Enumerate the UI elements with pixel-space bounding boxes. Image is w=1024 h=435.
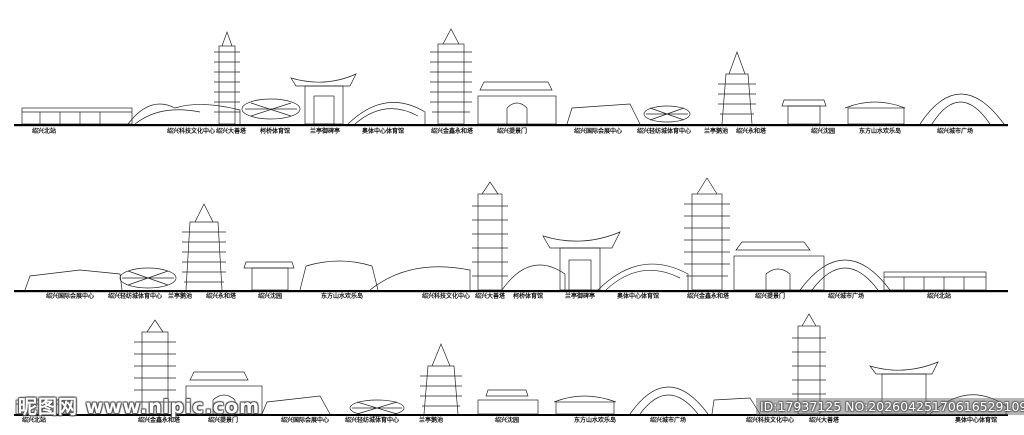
- label: 绍兴大善塔: [474, 293, 506, 300]
- label: 柯桥体育馆: [512, 293, 544, 300]
- label: 绍兴提景门: [496, 128, 528, 135]
- label: 绍兴科技文化中心: [166, 128, 216, 135]
- ground-line-1: [14, 124, 1008, 127]
- label: 绍兴金鑫永和塔: [686, 293, 730, 300]
- label: 绍兴大善塔: [215, 128, 247, 135]
- label: 奥体中心体育馆: [361, 128, 405, 135]
- label: 奥体中心体育馆: [954, 417, 998, 424]
- label: 绍兴国际会展中心: [280, 417, 330, 424]
- label: 绍兴城市广场: [649, 417, 687, 424]
- label: 绍兴提景门: [207, 417, 239, 424]
- label: 绍兴城市广场: [936, 128, 974, 135]
- label: 绍兴金鑫永和塔: [430, 128, 474, 135]
- label: 绍兴北站: [31, 128, 57, 135]
- label: 绍兴永和塔: [735, 128, 767, 135]
- label: 柯桥体育馆: [259, 128, 291, 135]
- label: 东方山水欢乐岛: [858, 128, 902, 135]
- label: 兰亭鹅池: [418, 417, 444, 424]
- label: 兰亭鹅池: [703, 128, 729, 135]
- label: 绍兴北站: [21, 417, 47, 424]
- label: 绍兴轻纺城体育中心: [107, 293, 163, 300]
- watermark-id: ID:17937125 NO:20260425170616529109: [756, 398, 1024, 415]
- label: 奥体中心体育馆: [616, 293, 660, 300]
- label: 兰亭御碑亭: [564, 293, 596, 300]
- label: 绍兴提景门: [754, 293, 786, 300]
- label: 绍兴科技文化中心: [421, 293, 471, 300]
- skyline-drawing-1: [14, 28, 1008, 127]
- label: 绍兴轻纺城体育中心: [344, 417, 400, 424]
- label: 绍兴城市广场: [827, 293, 865, 300]
- label: 绍兴永和塔: [205, 293, 237, 300]
- label: 绍兴北站: [926, 293, 952, 300]
- label: 兰亭鹅池: [167, 293, 193, 300]
- label: 绍兴国际会展中心: [573, 128, 623, 135]
- label: 绍兴大善塔: [808, 417, 840, 424]
- ground-line-3: [14, 414, 1008, 416]
- label: 绍兴沈园: [810, 128, 836, 135]
- skyline-band-3: 绍兴北站 绍兴金鑫永和塔 绍兴提景门 绍兴国际会展中心 绍兴轻纺城体育中心 兰亭…: [0, 310, 1024, 435]
- skyline-band-1: 绍兴北站 绍兴科技文化中心 绍兴大善塔 柯桥体育馆 兰亭御碑亭 奥体中心体育馆 …: [0, 0, 1024, 140]
- label: 绍兴国际会展中心: [45, 293, 95, 300]
- skyline-band-2: 绍兴国际会展中心 绍兴轻纺城体育中心 兰亭鹅池 绍兴永和塔 绍兴沈园 东方山水欢…: [0, 150, 1024, 300]
- label: 绍兴金鑫永和塔: [137, 417, 181, 424]
- label: 东方山水欢乐岛: [320, 293, 364, 300]
- watermark-site: 昵图网 www.nipic.com: [18, 396, 261, 418]
- skyline-drawing-2: [14, 177, 1008, 293]
- label: 绍兴轻纺城体育中心: [636, 128, 692, 135]
- ground-line-2: [14, 290, 1008, 293]
- label: 绍兴科技文化中心: [745, 417, 795, 424]
- label: 东方山水欢乐岛: [573, 417, 617, 424]
- label: 绍兴沈园: [257, 293, 283, 300]
- label: 绍兴沈园: [494, 417, 520, 424]
- label: 兰亭御碑亭: [309, 128, 341, 135]
- skyline-drawing-3: [14, 313, 1008, 417]
